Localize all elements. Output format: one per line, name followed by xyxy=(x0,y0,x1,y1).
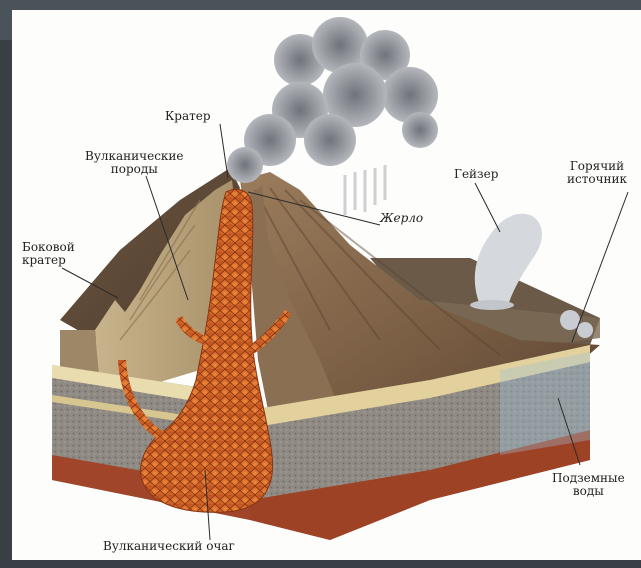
groundwater-zone xyxy=(500,352,590,455)
label-magma-chamber: Вулканический очаг xyxy=(103,540,235,553)
label-geyser: Гейзер xyxy=(454,168,498,181)
label-volcanic-rocks: Вулканические породы xyxy=(85,150,184,176)
label-side-crater: Боковой кратер xyxy=(22,241,75,267)
label-hot-spring: Горячий источник xyxy=(567,160,627,186)
label-groundwater: Подземные воды xyxy=(552,472,625,498)
label-vent: Жерло xyxy=(380,212,423,225)
label-crater: Кратер xyxy=(165,110,211,123)
